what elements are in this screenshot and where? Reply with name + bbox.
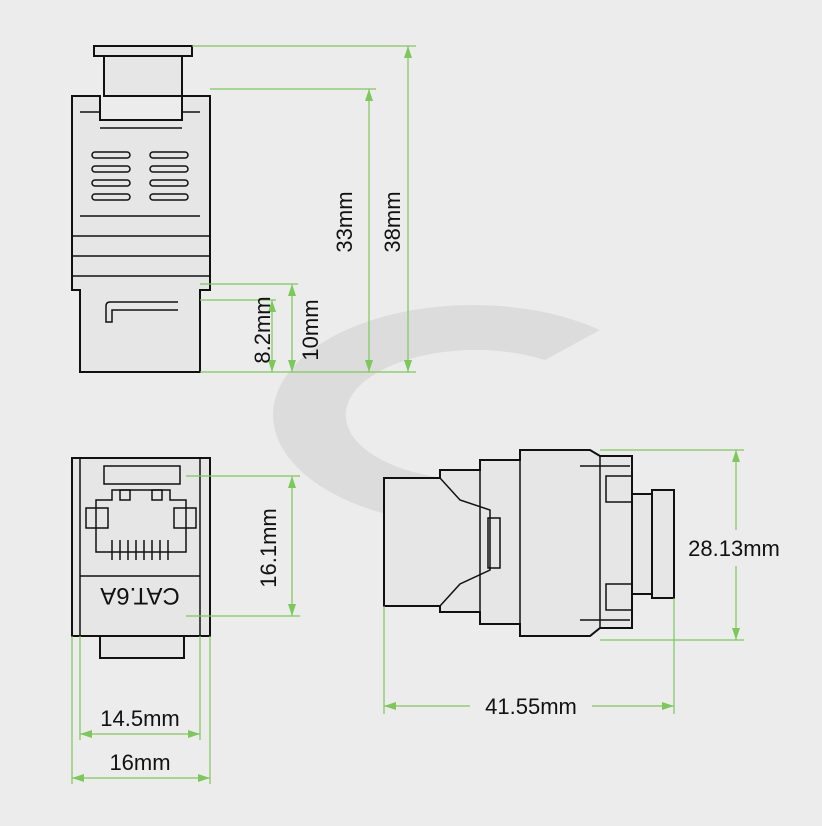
front-view: CAT.6A 16.1mm 14.5mm 16mm (71, 457, 300, 784)
dim-16mm: 16mm (109, 750, 170, 775)
top-view: 38mm 33mm 8.2mm 10mm (71, 45, 416, 373)
dim-33mm: 33mm (332, 191, 357, 252)
front-dimensions (71, 475, 300, 784)
side-rear-cap (631, 493, 653, 595)
top-tab (93, 45, 193, 57)
watermark-logo (273, 304, 600, 525)
side-view: 28.13mm 41.55mm (383, 449, 780, 719)
rj45-port (95, 489, 187, 553)
dim-41-55mm: 41.55mm (485, 694, 577, 719)
dim-38mm: 38mm (380, 191, 405, 252)
contact-pins (111, 540, 169, 560)
top-dimensions (192, 45, 416, 373)
top-body (71, 95, 211, 373)
top-clip (105, 301, 178, 323)
dim-28-13mm: 28.13mm (688, 536, 780, 561)
side-latch (487, 517, 501, 569)
front-bottom-tab (99, 635, 185, 659)
vent-slots (91, 151, 189, 201)
side-rear-flange (651, 489, 675, 599)
side-body (383, 449, 633, 637)
dim-8-2mm: 8.2mm (250, 296, 275, 363)
front-body (71, 457, 211, 637)
side-dimensions (383, 449, 744, 714)
dim-10mm: 10mm (298, 299, 323, 360)
cat6a-label: CAT.6A (100, 582, 180, 609)
top-latch (103, 55, 183, 97)
dim-14-5mm: 14.5mm (100, 706, 179, 731)
dim-16-1mm: 16.1mm (256, 508, 281, 587)
